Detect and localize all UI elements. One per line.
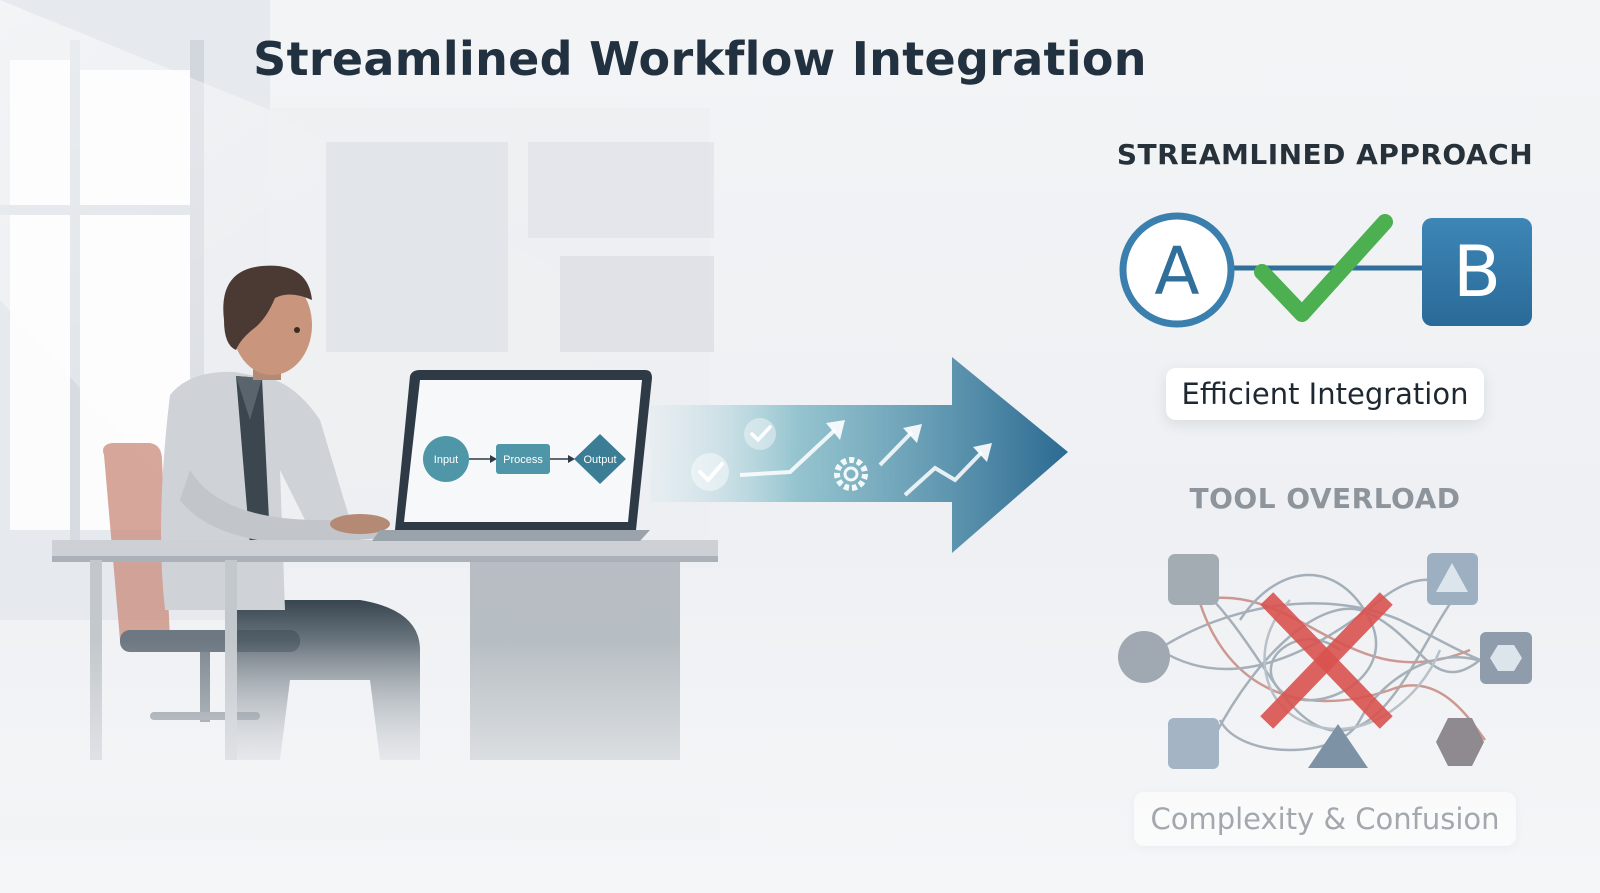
node-a-icon xyxy=(1119,212,1235,328)
arrow-right-icon xyxy=(568,455,575,463)
trend-up-icon xyxy=(878,424,922,467)
flow-process-label: Process xyxy=(503,454,543,466)
tool-overload-heading: TOOL OVERLOAD xyxy=(1189,482,1461,515)
circle-icon xyxy=(1118,631,1170,683)
flow-output-label: Output xyxy=(583,454,616,466)
cross-icon xyxy=(1260,592,1393,729)
hexagon-icon xyxy=(1436,718,1484,766)
gear-icon xyxy=(834,457,868,491)
flow-process-node xyxy=(496,444,550,474)
node-b-icon xyxy=(1422,218,1532,326)
square-icon xyxy=(1168,554,1219,605)
triangle-icon xyxy=(1308,724,1368,768)
flow-input-node xyxy=(423,436,469,482)
arrow-right-icon xyxy=(490,455,497,463)
complexity-confusion-label: Complexity & Confusion xyxy=(1134,792,1516,846)
node-b-label: B xyxy=(1453,231,1501,313)
trend-up-icon xyxy=(739,420,845,477)
trend-up-icon xyxy=(903,443,992,497)
check-icon xyxy=(1254,214,1393,322)
node-a-label: A xyxy=(1154,233,1199,310)
overload-diagram xyxy=(1118,553,1532,769)
progress-arrow xyxy=(650,357,1068,553)
laptop-flow-chart: Input Process Output xyxy=(423,434,626,484)
flow-output-node xyxy=(574,434,626,484)
page-title: Streamlined Workflow Integration xyxy=(253,32,1147,86)
check-icon xyxy=(744,418,776,450)
flow-input-label: Input xyxy=(434,454,458,466)
streamlined-diagram: A B xyxy=(1119,212,1532,328)
streamlined-heading: STREAMLINED APPROACH xyxy=(1116,138,1534,171)
efficient-integration-label: Efficient Integration xyxy=(1166,368,1484,420)
check-icon xyxy=(691,453,729,491)
square-icon xyxy=(1168,718,1219,769)
